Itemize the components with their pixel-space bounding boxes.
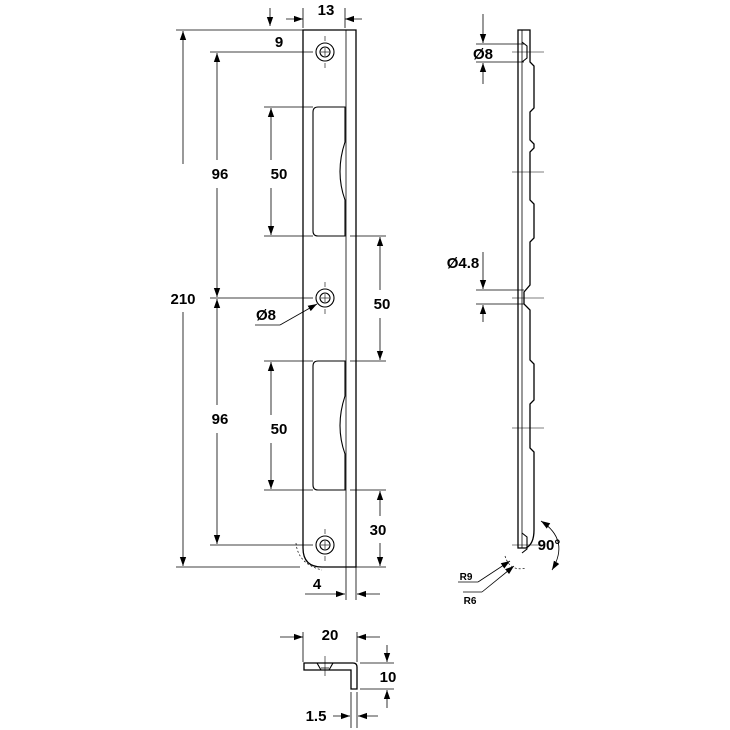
dim-slot-top-50: 50 <box>271 166 288 183</box>
corner-radius-hint <box>295 542 323 571</box>
front-view-dimensions: 13 9 210 96 50 96 <box>170 2 390 600</box>
upper-latch-slot <box>312 106 346 237</box>
front-view <box>295 29 357 571</box>
dim-total-210: 210 <box>170 291 195 308</box>
dim-width-13: 13 <box>318 2 335 19</box>
side-countersink-bottom <box>521 532 528 554</box>
dim-pitch-top-96: 96 <box>212 166 229 183</box>
dim-radius-r9: R9 <box>460 572 473 583</box>
side-view-dimensions: Ø8 Ø4.8 90° <box>447 14 561 593</box>
dim-bottom-30: 30 <box>370 522 387 539</box>
lower-latch-slot <box>312 360 346 491</box>
dim-angle-width-20: 20 <box>322 627 339 644</box>
dim-hole-dia-front: Ø8 <box>256 307 276 324</box>
dim-pitch-bottom-96: 96 <box>212 411 229 428</box>
side-profile-outline <box>517 29 535 549</box>
dim-side-hole-top: Ø8 <box>473 46 493 63</box>
side-view <box>504 29 544 570</box>
dim-radius-r6: R6 <box>464 596 477 607</box>
dim-mid-50: 50 <box>374 296 391 313</box>
angle-hole <box>316 662 334 671</box>
dim-angle-thickness-1-5: 1.5 <box>306 708 327 725</box>
top-screw-hole <box>315 36 335 68</box>
dim-edge-9: 9 <box>275 34 283 51</box>
dim-thickness-4: 4 <box>313 576 322 593</box>
middle-screw-hole <box>315 282 335 314</box>
dim-slot-bottom-50: 50 <box>271 421 288 438</box>
dim-angle-height-10: 10 <box>380 669 397 686</box>
dim-angle-90: 90° <box>538 537 561 554</box>
angle-profile <box>303 662 358 690</box>
end-view <box>303 656 358 690</box>
dim-side-hole-mid: Ø4.8 <box>447 255 480 272</box>
end-view-dimensions: 20 10 1.5 <box>280 627 396 728</box>
bottom-screw-hole <box>315 529 335 561</box>
